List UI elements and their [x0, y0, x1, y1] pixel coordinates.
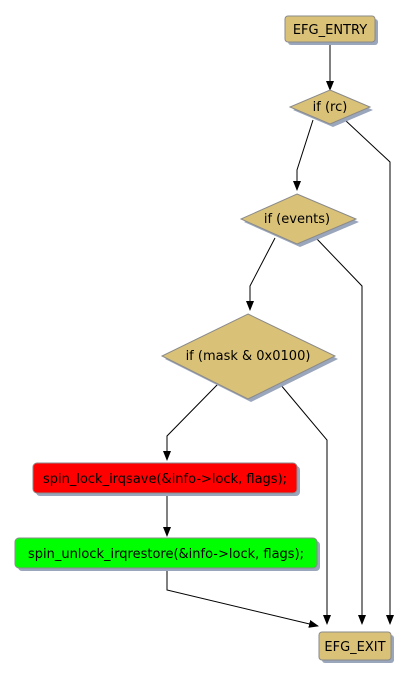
edge-unlock-to-exit	[166, 568, 319, 628]
node-spin-lock: spin_lock_irqsave(&info->lock, flags);	[32, 462, 300, 496]
edge-if-events-to-exit	[315, 237, 366, 625]
node-if-mask: if (mask & 0x0100)	[160, 313, 338, 402]
edge-if-mask-to-exit	[279, 383, 331, 625]
node-label: spin_unlock_irqrestore(&info->lock, flag…	[28, 547, 304, 562]
edge-if-events-to-if-mask	[246, 237, 276, 311]
node-label: spin_lock_irqsave(&info->lock, flags);	[43, 472, 287, 487]
node-label: if (events)	[264, 212, 330, 227]
node-if-rc: if (rc)	[288, 89, 373, 127]
node-label: EFG_EXIT	[324, 640, 385, 655]
edge-if-mask-to-lock	[163, 383, 219, 461]
node-spin-unlock: spin_unlock_irqrestore(&info->lock, flag…	[14, 537, 320, 571]
node-label: if (mask & 0x0100)	[186, 349, 311, 364]
node-label: if (rc)	[313, 100, 348, 115]
node-efg-entry: EFG_ENTRY	[284, 15, 378, 45]
node-label: EFG_ENTRY	[293, 23, 367, 38]
edge-if-rc-to-exit	[344, 119, 394, 625]
edge-if-rc-to-if-events	[293, 119, 314, 191]
node-efg-exit: EFG_EXIT	[318, 631, 394, 663]
edge-layer	[163, 44, 394, 628]
node-if-events: if (events)	[239, 193, 359, 247]
